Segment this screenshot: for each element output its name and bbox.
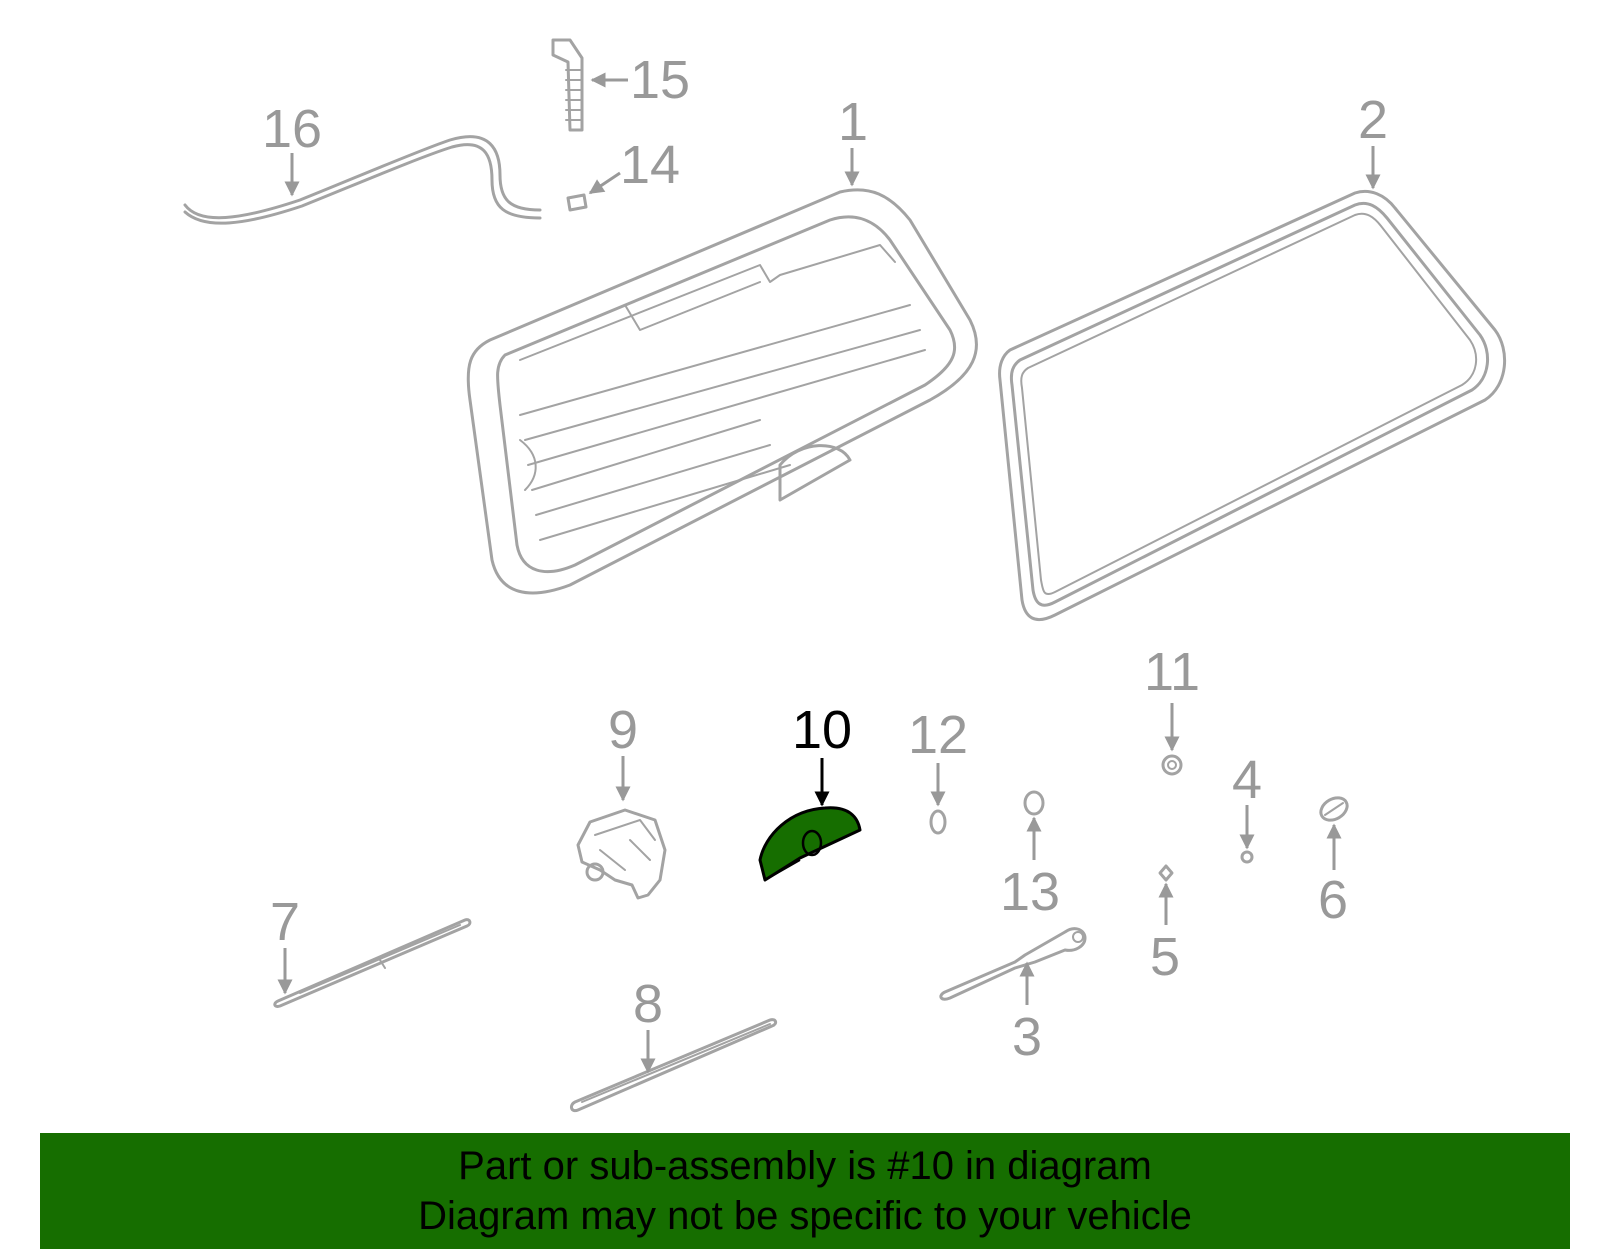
part-4-washer[interactable] [1240, 850, 1254, 864]
arrow-14 [588, 171, 621, 195]
part-10-shape[interactable] [758, 806, 862, 882]
part-6-cap[interactable] [1317, 793, 1351, 824]
callout-16: 16 [262, 99, 322, 159]
callout-3: 3 [1012, 1007, 1042, 1067]
callout-4: 4 [1232, 750, 1262, 810]
part-13-seal[interactable] [1023, 790, 1045, 816]
part-14-connector[interactable] [566, 193, 588, 212]
part-9-wiper-motor[interactable] [576, 808, 667, 900]
part-8-blade-refill[interactable] [569, 1018, 778, 1113]
callout-7: 7 [270, 892, 300, 952]
part-12-grommet[interactable] [929, 809, 947, 835]
part-11-nut[interactable] [1161, 754, 1183, 776]
callout-14: 14 [620, 135, 680, 195]
callout-12: 12 [908, 705, 968, 765]
callout-13: 13 [1000, 862, 1060, 922]
banner-line-1: Part or sub-assembly is #10 in diagram [458, 1144, 1152, 1188]
part-5-nut[interactable] [1158, 864, 1174, 882]
callout-11: 11 [1144, 642, 1200, 702]
callout-9: 9 [608, 700, 638, 760]
part-7-wiper-blade[interactable] [273, 918, 472, 1008]
part-3-wiper-arm[interactable] [939, 927, 1087, 1001]
part-16-washer-hose[interactable] [183, 135, 542, 225]
part-15-hose-grommet[interactable] [551, 38, 584, 132]
part-1-back-glass[interactable] [466, 188, 978, 595]
callout-1: 1 [838, 92, 868, 152]
callout-5: 5 [1150, 927, 1180, 987]
part-10-cover-highlighted[interactable] [758, 806, 862, 882]
callout-10: 10 [792, 700, 852, 760]
callout-2: 2 [1358, 90, 1388, 150]
info-banner: Part or sub-assembly is #10 in diagram D… [40, 1133, 1570, 1249]
callout-6: 6 [1318, 870, 1348, 930]
part-2-molding[interactable] [998, 189, 1507, 621]
banner-line-2: Diagram may not be specific to your vehi… [418, 1194, 1192, 1238]
callout-15: 15 [630, 50, 690, 110]
part-10-hole [801, 829, 823, 857]
callout-8: 8 [633, 974, 663, 1034]
